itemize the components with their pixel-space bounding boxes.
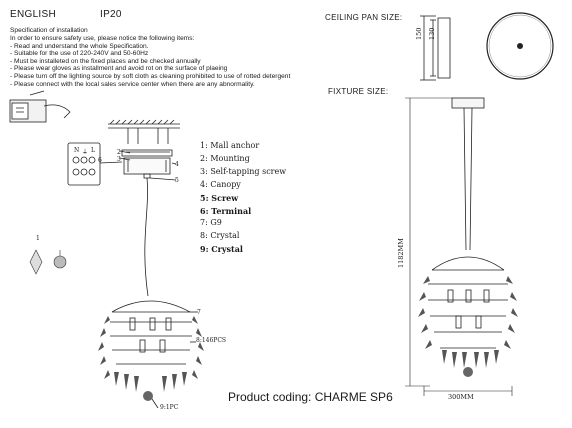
crystal-rings: [110, 321, 192, 365]
spec-item: - Please wear gloves as installment and …: [10, 65, 228, 73]
callout-crystal-9: 9:1PC: [160, 404, 179, 411]
callout-7: 7: [197, 309, 201, 316]
crystal-ball-left: [143, 391, 153, 401]
spec-item: In order to ensure safety use, please no…: [10, 35, 195, 42]
product-coding: Product coding: CHARME SP6: [228, 390, 393, 404]
legend-item: 3: Self-tapping screw: [200, 166, 287, 176]
canopy: [123, 157, 171, 179]
spec-item: - Please connect with the local sales se…: [10, 80, 255, 88]
terminal-block-detail: [67, 142, 123, 186]
terminal-letter-l: L: [91, 147, 95, 154]
legend-item: 4: Canopy: [200, 179, 241, 189]
g9-bulbs: [129, 317, 172, 353]
switch-off-icon: [9, 90, 71, 123]
ceiling-hatch: [108, 119, 180, 129]
legend-item: 1: Mall anchor: [200, 141, 260, 150]
fixture-width-dim: 300MM: [448, 393, 474, 401]
crystal-leaves-right: [418, 276, 518, 368]
callout-5: 5: [175, 177, 179, 184]
language-label: ENGLISH: [10, 9, 57, 20]
legend-item: 9: Crystal: [200, 244, 243, 255]
ceiling-pan-label: CEILING PAN SIZE:: [325, 13, 403, 22]
suspension-cable: [144, 177, 149, 297]
mounting-bracket: [121, 149, 173, 157]
spec-item: - Must be installeted on the fixed place…: [10, 57, 201, 65]
wall-anchors: [127, 128, 169, 144]
terminal-letter-n: N: [74, 147, 80, 154]
spec-title: Specification of installation: [10, 27, 88, 34]
height-dimension-line: [405, 97, 452, 387]
crystal-detail-icon: [29, 249, 67, 275]
ceiling-pan-side-view: [420, 15, 451, 81]
callout-3: 3: [117, 156, 121, 163]
terminal-letter-earth: ⏚: [82, 149, 89, 156]
crystal-ball-right: [463, 367, 473, 377]
legend-item: 6: Terminal: [200, 205, 252, 216]
ip-rating: IP20: [100, 9, 122, 20]
spec-item: - Please turn off the lighting source by…: [10, 72, 291, 80]
width-dimension-line: [423, 386, 513, 396]
spec-item: - Suitable for the use of 220-240V and 5…: [10, 50, 149, 58]
callout-2: 2: [117, 149, 121, 156]
legend-item: 2: Mounting: [200, 153, 250, 163]
spec-item: - Read and understand the whole Specific…: [10, 42, 149, 50]
spec-list: In order to ensure safety use, please no…: [10, 35, 290, 88]
legend-item: 5: Screw: [200, 192, 239, 203]
callout-crystal-8: 8:146PCS: [196, 337, 227, 344]
parts-legend: 1: Mall anchor 2: Mounting 3: Self-tappi…: [200, 140, 286, 256]
ceiling-pan-top-view: [486, 12, 554, 80]
legend-item: 7: G9: [200, 218, 222, 228]
callout-1: 1: [36, 235, 40, 242]
fixture-size-label: FIXTURE SIZE:: [328, 87, 389, 96]
crystal-leaves-left: [98, 316, 204, 392]
callout-4: 4: [175, 161, 179, 168]
fixture-drawing: [428, 97, 508, 349]
legend-item: 8: Crystal: [200, 231, 240, 241]
chandelier-dome: [111, 300, 191, 313]
